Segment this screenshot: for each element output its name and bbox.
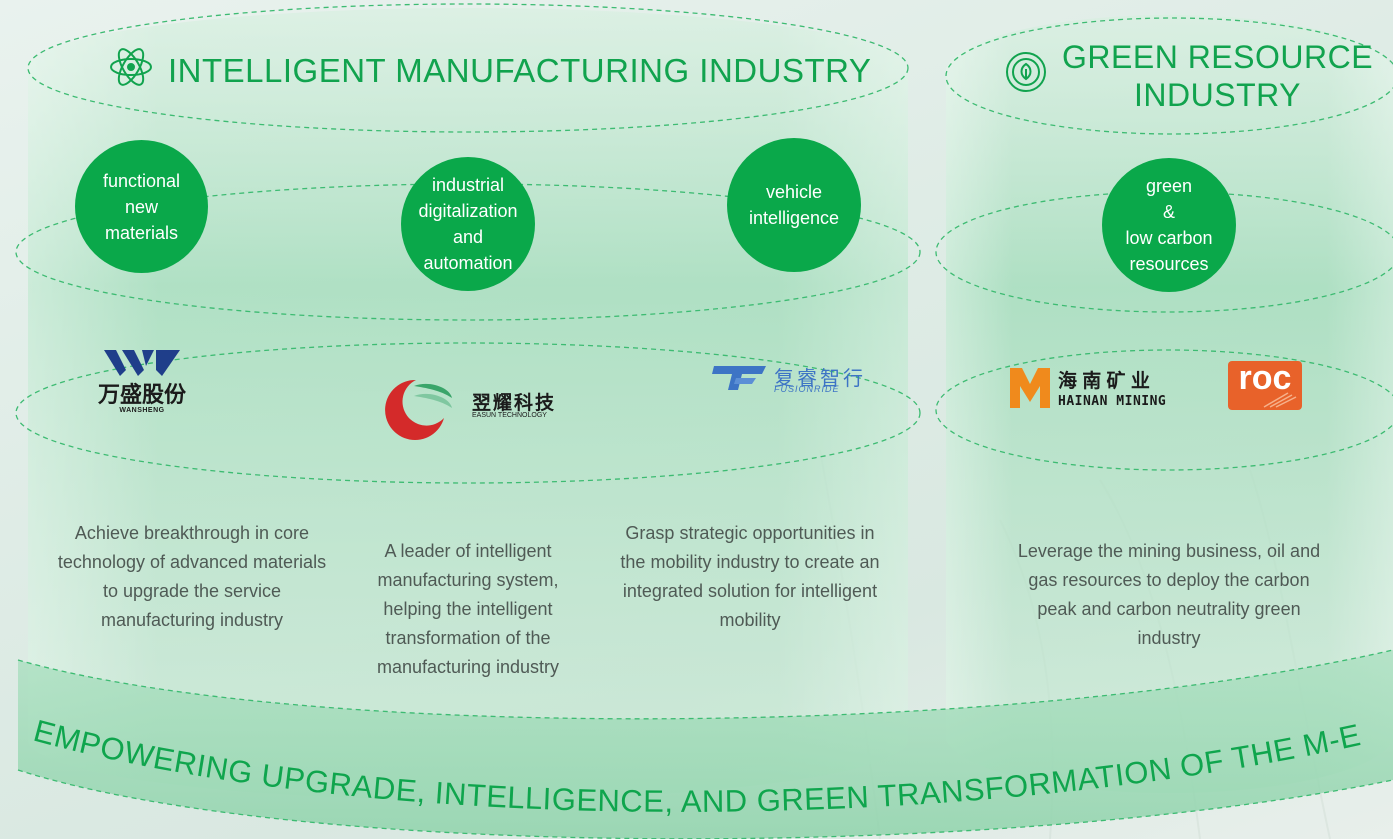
- green-title: GREEN RESOURCE INDUSTRY: [1004, 38, 1373, 114]
- circle-industrial-digitalization: industrial digitalization and automation: [401, 157, 535, 291]
- easun-logo-mark: [385, 379, 452, 440]
- manufacturing-title-text: INTELLIGENT MANUFACTURING INDUSTRY: [168, 52, 872, 89]
- circle-line: low carbon: [1125, 228, 1213, 248]
- green-title-line-2: INDUSTRY: [1134, 77, 1302, 113]
- circle-line: intelligence: [748, 208, 840, 228]
- manufacturing-title: INTELLIGENT MANUFACTURING INDUSTRY: [108, 44, 871, 98]
- wansheng-cn: 万盛股份: [97, 382, 186, 407]
- description-industrial-digitalization: A leader of intelligent manufacturing sy…: [376, 541, 560, 677]
- hainan-mining-en: HAINAN MINING: [1058, 394, 1167, 409]
- fusionride-logo: 复睿智行 FUSIONRIDE: [712, 362, 872, 398]
- wansheng-logo-mark: [104, 350, 180, 376]
- hainan-mining-mark: [1010, 368, 1050, 408]
- fusionride-logo-mark: [712, 366, 766, 390]
- circle-line: new: [124, 196, 159, 217]
- description-functional-materials: Achieve breakthrough in core technology …: [57, 523, 327, 630]
- roc-text: roc: [1238, 361, 1292, 397]
- circle-green-low-carbon: green & low carbon resources: [1102, 158, 1236, 292]
- easun-cn: 翌耀科技: [472, 393, 557, 414]
- circle-line: and: [452, 227, 484, 247]
- circle-functional-new-materials: functional new materials: [75, 140, 208, 273]
- wansheng-en: WANSHENG: [119, 407, 165, 414]
- wansheng-logo: 万盛股份 WANSHENG: [96, 348, 188, 414]
- fusionride-cn: 复睿智行: [774, 368, 866, 390]
- circle-line: resources: [1129, 254, 1209, 274]
- green-title-line-1: GREEN RESOURCE: [1062, 39, 1374, 75]
- circle-line: vehicle: [765, 182, 823, 202]
- hainan-mining-logo: 海 南 矿 业 HAINAN MINING: [1010, 366, 1180, 412]
- easun-en: EASUN TECHNOLOGY: [472, 412, 547, 419]
- circle-line: green: [1145, 176, 1193, 196]
- roc-logo: roc: [1228, 361, 1302, 410]
- atom-icon: [108, 44, 154, 98]
- circle-line: &: [1162, 202, 1175, 222]
- circle-line: digitalization: [418, 201, 518, 221]
- leaf-recycle-icon: [1004, 50, 1048, 102]
- circle-line: materials: [104, 222, 179, 243]
- circle-vehicle-intelligence: vehicle intelligence: [727, 138, 861, 272]
- circle-line: automation: [423, 253, 513, 273]
- easun-logo: 翌耀科技 EASUN TECHNOLOGY: [380, 374, 560, 444]
- green-title-text: GREEN RESOURCE INDUSTRY: [1062, 38, 1373, 114]
- description-vehicle-intelligence: Grasp strategic opportunities in the mob…: [620, 523, 880, 630]
- roc-stripes-icon: [1263, 392, 1297, 408]
- circle-line: industrial: [431, 175, 505, 195]
- fusionride-en: FUSIONRIDE: [774, 384, 840, 394]
- hainan-mining-cn: 海 南 矿 业: [1058, 371, 1150, 392]
- description-green-resources: Leverage the mining business, oil and ga…: [1017, 541, 1321, 648]
- circle-line: functional: [102, 170, 181, 191]
